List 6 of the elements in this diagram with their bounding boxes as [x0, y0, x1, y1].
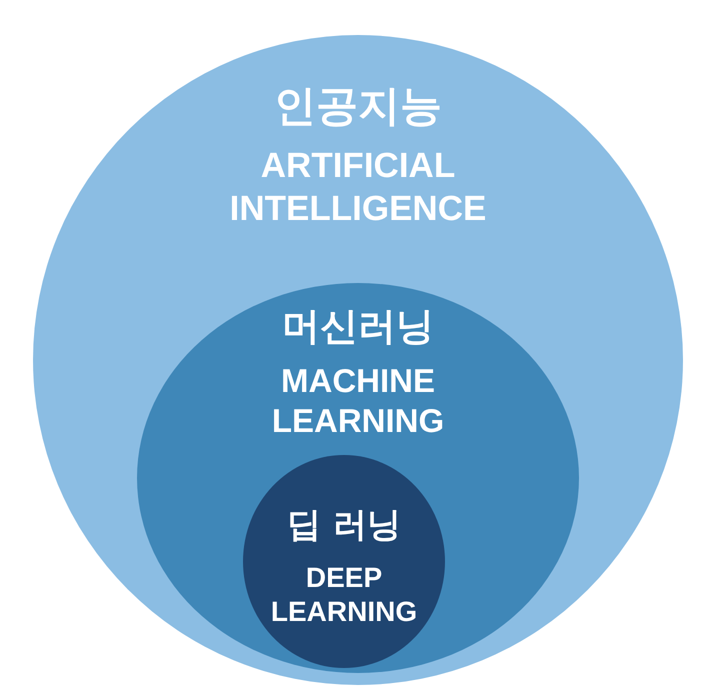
circle-heading: 딥 러닝	[287, 505, 401, 546]
circle-label: ARTIFICIAL INTELLIGENCE	[228, 145, 488, 230]
circle-heading: 머신러닝	[282, 303, 434, 350]
circle-label: MACHINE LEARNING	[270, 361, 446, 442]
circle-label: DEEP LEARNING	[270, 561, 418, 630]
circle-heading: 인공지능	[274, 80, 442, 132]
